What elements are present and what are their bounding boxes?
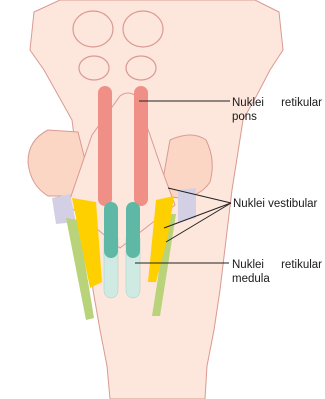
superior-colliculus-left	[73, 11, 113, 47]
label-pons-word-nuklei: Nuklei	[232, 96, 264, 110]
label-nuklei-vestibular: Nuklei vestibular	[233, 197, 317, 211]
label-medula-word-nuklei: Nuklei	[232, 258, 264, 272]
superior-colliculus-right	[123, 11, 163, 47]
label-pons-line1: Nuklei retikular	[232, 96, 322, 110]
pons-reticular-nucleus-left	[98, 86, 112, 206]
pons-reticular-nucleus-right	[134, 86, 148, 206]
label-nuklei-retikular-medula: Nuklei retikular medula	[232, 258, 322, 286]
label-pons-word-retikular: retikular	[281, 96, 322, 110]
inferior-colliculus-right	[126, 56, 156, 80]
label-medula-line2: medula	[232, 272, 322, 286]
medulla-reticular-core-left	[104, 202, 118, 258]
medulla-reticular-core-right	[126, 202, 140, 258]
label-nuklei-retikular-pons: Nuklei retikular pons	[232, 96, 322, 124]
label-medula-line1: Nuklei retikular	[232, 258, 322, 272]
label-pons-line2: pons	[232, 110, 322, 124]
label-medula-word-retikular: retikular	[281, 258, 322, 272]
inferior-colliculus-left	[79, 56, 109, 80]
